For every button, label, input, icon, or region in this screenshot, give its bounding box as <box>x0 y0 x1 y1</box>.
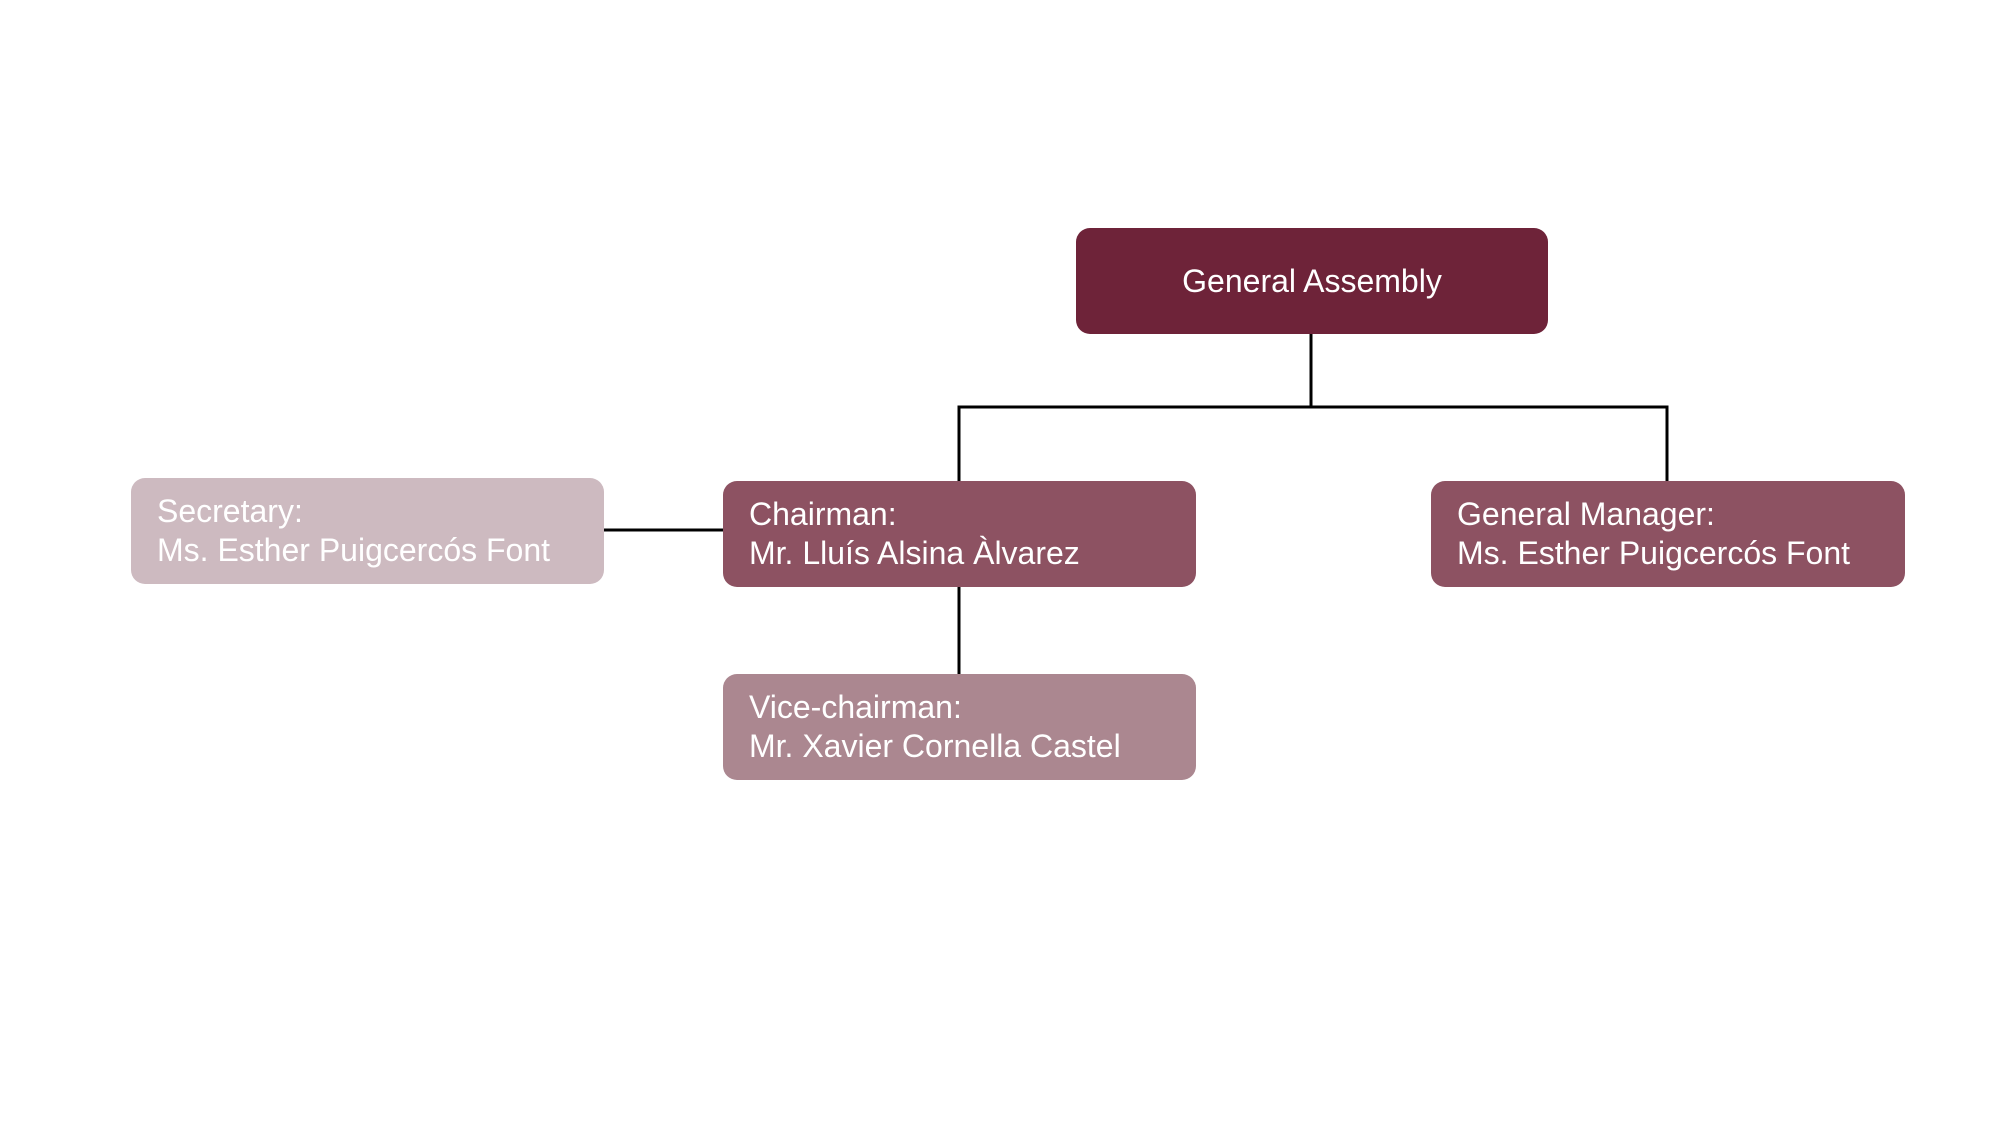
node-general-assembly-label: General Assembly <box>1182 262 1442 299</box>
node-chairman-name: Mr. Lluís Alsina Àlvarez <box>749 535 1080 571</box>
node-general-manager-role: General Manager: <box>1457 496 1715 532</box>
node-secretary-role: Secretary: <box>157 493 303 529</box>
node-general-manager-name: Ms. Esther Puigcercós Font <box>1457 535 1851 571</box>
node-secretary-name: Ms. Esther Puigcercós Font <box>157 532 551 568</box>
node-secretary: Secretary: Ms. Esther Puigcercós Font <box>131 478 604 584</box>
node-vice-chairman-name: Mr. Xavier Cornella Castel <box>749 728 1121 764</box>
node-vice-chairman-role: Vice-chairman: <box>749 689 962 725</box>
node-chairman: Chairman: Mr. Lluís Alsina Àlvarez <box>723 481 1196 587</box>
node-general-manager: General Manager: Ms. Esther Puigcercós F… <box>1431 481 1905 587</box>
node-general-assembly: General Assembly <box>1076 228 1548 334</box>
node-vice-chairman: Vice-chairman: Mr. Xavier Cornella Caste… <box>723 674 1196 780</box>
node-chairman-role: Chairman: <box>749 496 897 532</box>
